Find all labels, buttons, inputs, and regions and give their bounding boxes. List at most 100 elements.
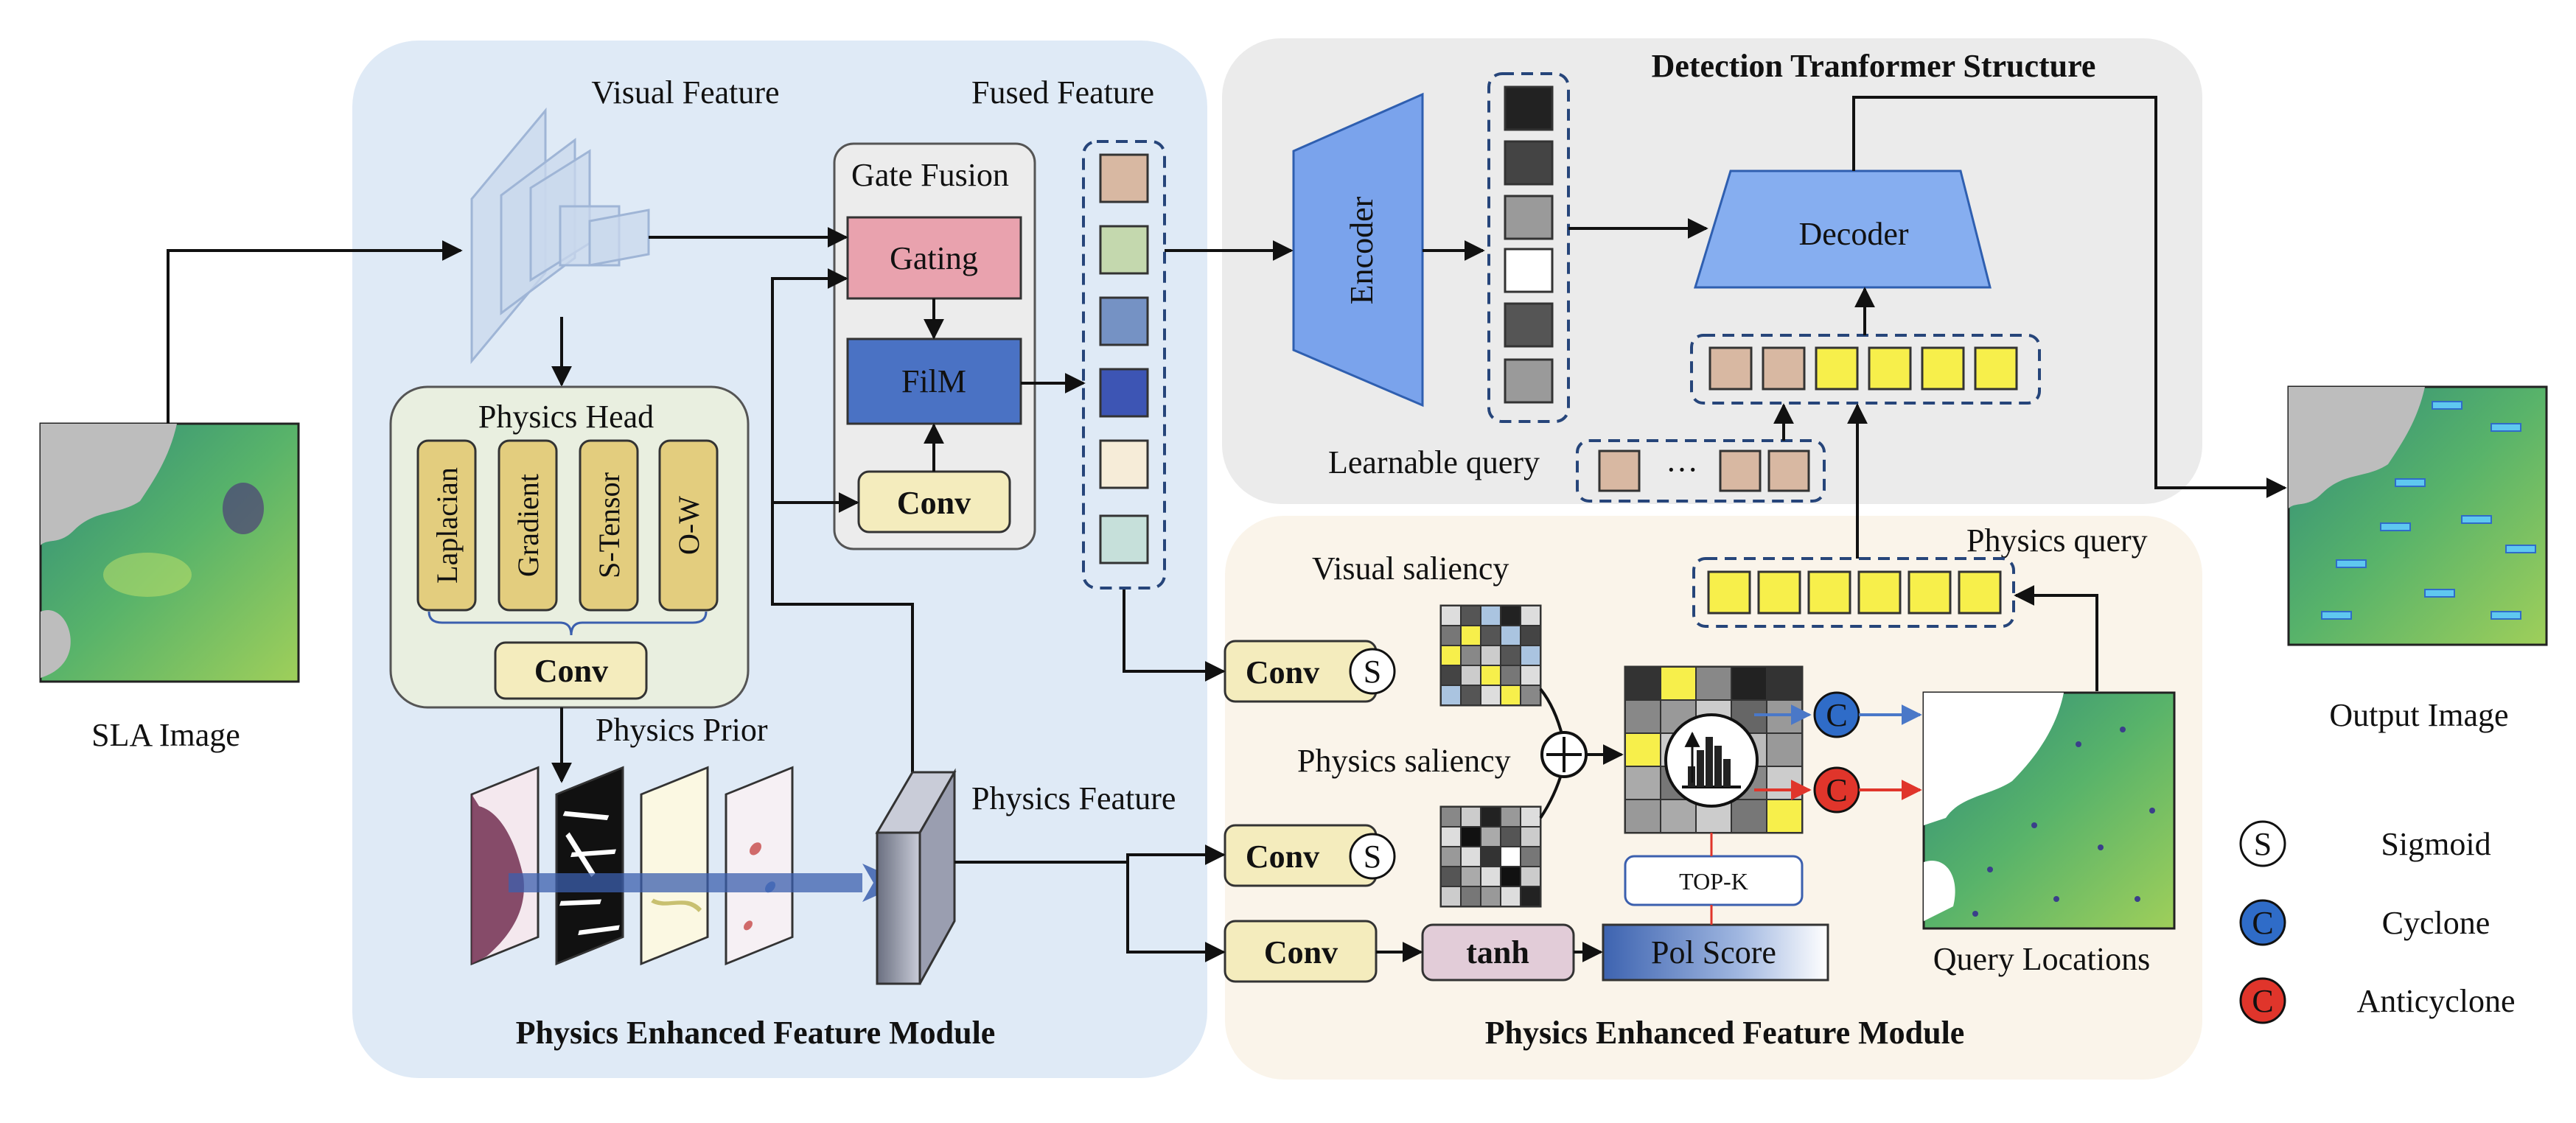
sla-image-label: SLA Image [91, 717, 240, 753]
physics-feature-label: Physics Feature [971, 780, 1176, 816]
encoder-label: Encoder [1344, 196, 1380, 304]
o-w-label: O-W [672, 496, 705, 555]
learnable-query-row [1576, 439, 1826, 503]
physics-sigmoid-icon [1349, 833, 1396, 880]
memory-cell [1504, 85, 1554, 131]
query-locations-map [1922, 691, 2176, 930]
memory-cell [1504, 248, 1554, 293]
sla-image [39, 422, 300, 683]
memory-cell [1504, 195, 1554, 240]
physics-operators: Laplacian Gradient S-Tensor O-W [416, 439, 719, 612]
visual-sigmoid-icon [1349, 648, 1396, 695]
physics-query-cell [1857, 570, 1902, 615]
laplacian-op [416, 439, 477, 612]
output-image [2287, 385, 2548, 646]
decoder-query-cells [1708, 346, 2018, 391]
prior-map-gradient [555, 766, 624, 966]
encoder-memory-cells [1504, 85, 1554, 404]
fused-cell [1099, 368, 1149, 418]
physics-query-row [1692, 557, 2015, 628]
memory-cell [1504, 358, 1554, 404]
histogram-icon [1664, 713, 1759, 808]
legend-cyclone-symbol: C [2252, 905, 2273, 941]
visual-feature-stack [470, 107, 650, 365]
physics-head-conv-label: Conv [534, 653, 608, 689]
arrow-decoder-to-output [1852, 96, 2287, 498]
learnable-cell [1767, 449, 1810, 492]
fused-feature-label: Fused Feature [971, 74, 1154, 111]
physics-sigmoid-symbol: S [1364, 839, 1381, 875]
film-block [846, 337, 1022, 425]
query-cell [1708, 346, 1753, 391]
arrow-physics-feature-to-pol-conv [1126, 862, 1226, 962]
visual-conv-label: Conv [1246, 654, 1319, 690]
prior-map-o-w [725, 766, 794, 966]
output-image-label: Output Image [2329, 697, 2508, 733]
query-cell [1974, 346, 2018, 391]
physics-feature-slab [875, 768, 957, 985]
detr-title: Detection Tranformer Structure [1652, 48, 2096, 84]
physics-head-label: Physics Head [478, 399, 654, 435]
physics-saliency-grid [1439, 805, 1542, 908]
query-cell [1815, 346, 1859, 391]
memory-cell [1504, 140, 1554, 186]
legend-anticyclone-label: Anticyclone [2356, 983, 2515, 1019]
query-cell [1921, 346, 1965, 391]
tanh-label: tanh [1466, 934, 1529, 970]
physics-saliency-label: Physics saliency [1297, 743, 1511, 779]
arrow-locations-to-physics-query [2014, 585, 2098, 691]
visual-sigmoid-symbol: S [1364, 654, 1381, 690]
legend-cyclone-icon [2239, 899, 2286, 946]
prior-map-laplacian [470, 766, 540, 966]
learnable-query-cells [1598, 449, 1810, 492]
anticyclone-symbol: C [1826, 772, 1847, 808]
physics-query-cell [1757, 570, 1801, 615]
s-tensor-op [579, 439, 639, 612]
anticyclone-icon: C [1813, 766, 1860, 814]
physics-ops-brace [427, 611, 708, 636]
s-tensor-label: S-Tensor [593, 472, 626, 578]
physics-head-conv [494, 641, 648, 700]
learnable-ellipsis: ··· [1666, 452, 1698, 488]
physics-query-cells [1707, 570, 2002, 615]
encoder-memory-column [1487, 72, 1570, 423]
learnable-cell [1598, 449, 1641, 492]
prior-map-s-tensor [640, 766, 709, 966]
right-module-title: Physics Enhanced Feature Module [1485, 1015, 1965, 1051]
encoder-block [1292, 92, 1424, 407]
query-cell [1868, 346, 1912, 391]
visual-saliency-grid [1439, 604, 1542, 707]
fused-cell [1099, 514, 1149, 564]
fused-feature-cells [1099, 153, 1149, 564]
fused-feature-column [1082, 140, 1166, 590]
physics-query-cell [1958, 570, 2002, 615]
left-module-title: Physics Enhanced Feature Module [516, 1015, 996, 1051]
gating-label: Gating [890, 240, 978, 276]
fused-cell [1099, 225, 1149, 275]
gradient-label: Gradient [512, 474, 545, 577]
arrow-fused-to-visual-conv [1123, 590, 1226, 682]
arrow-physics-feature-to-gating [771, 268, 914, 772]
legend-sigmoid-label: Sigmoid [2381, 826, 2491, 862]
film-label: FilM [901, 363, 966, 399]
learnable-query-label: Learnable query [1328, 444, 1540, 480]
visual-feature-label: Visual Feature [591, 74, 779, 111]
physics-conv-label: Conv [1246, 839, 1319, 875]
pol-score-block [1602, 923, 1829, 982]
gate-conv-label: Conv [897, 485, 971, 521]
legend-sigmoid-icon [2239, 820, 2286, 867]
decoder-block [1693, 169, 1992, 289]
fused-cell [1099, 439, 1149, 489]
physics-query-cell [1707, 570, 1751, 615]
query-locations-label: Query Locations [1933, 941, 2150, 977]
legend-cyclone-label: Cyclone [2382, 905, 2491, 941]
legend: S Sigmoid C Cyclone C Anticyclone [2239, 820, 2516, 1024]
top-k-label: TOP-K [1679, 868, 1748, 895]
gate-fusion-label: Gate Fusion [851, 157, 1009, 193]
query-cell [1762, 346, 1806, 391]
fused-cell [1099, 296, 1149, 346]
laplacian-label: Laplacian [430, 467, 464, 584]
physics-query-cell [1907, 570, 1952, 615]
memory-cell [1504, 302, 1554, 348]
